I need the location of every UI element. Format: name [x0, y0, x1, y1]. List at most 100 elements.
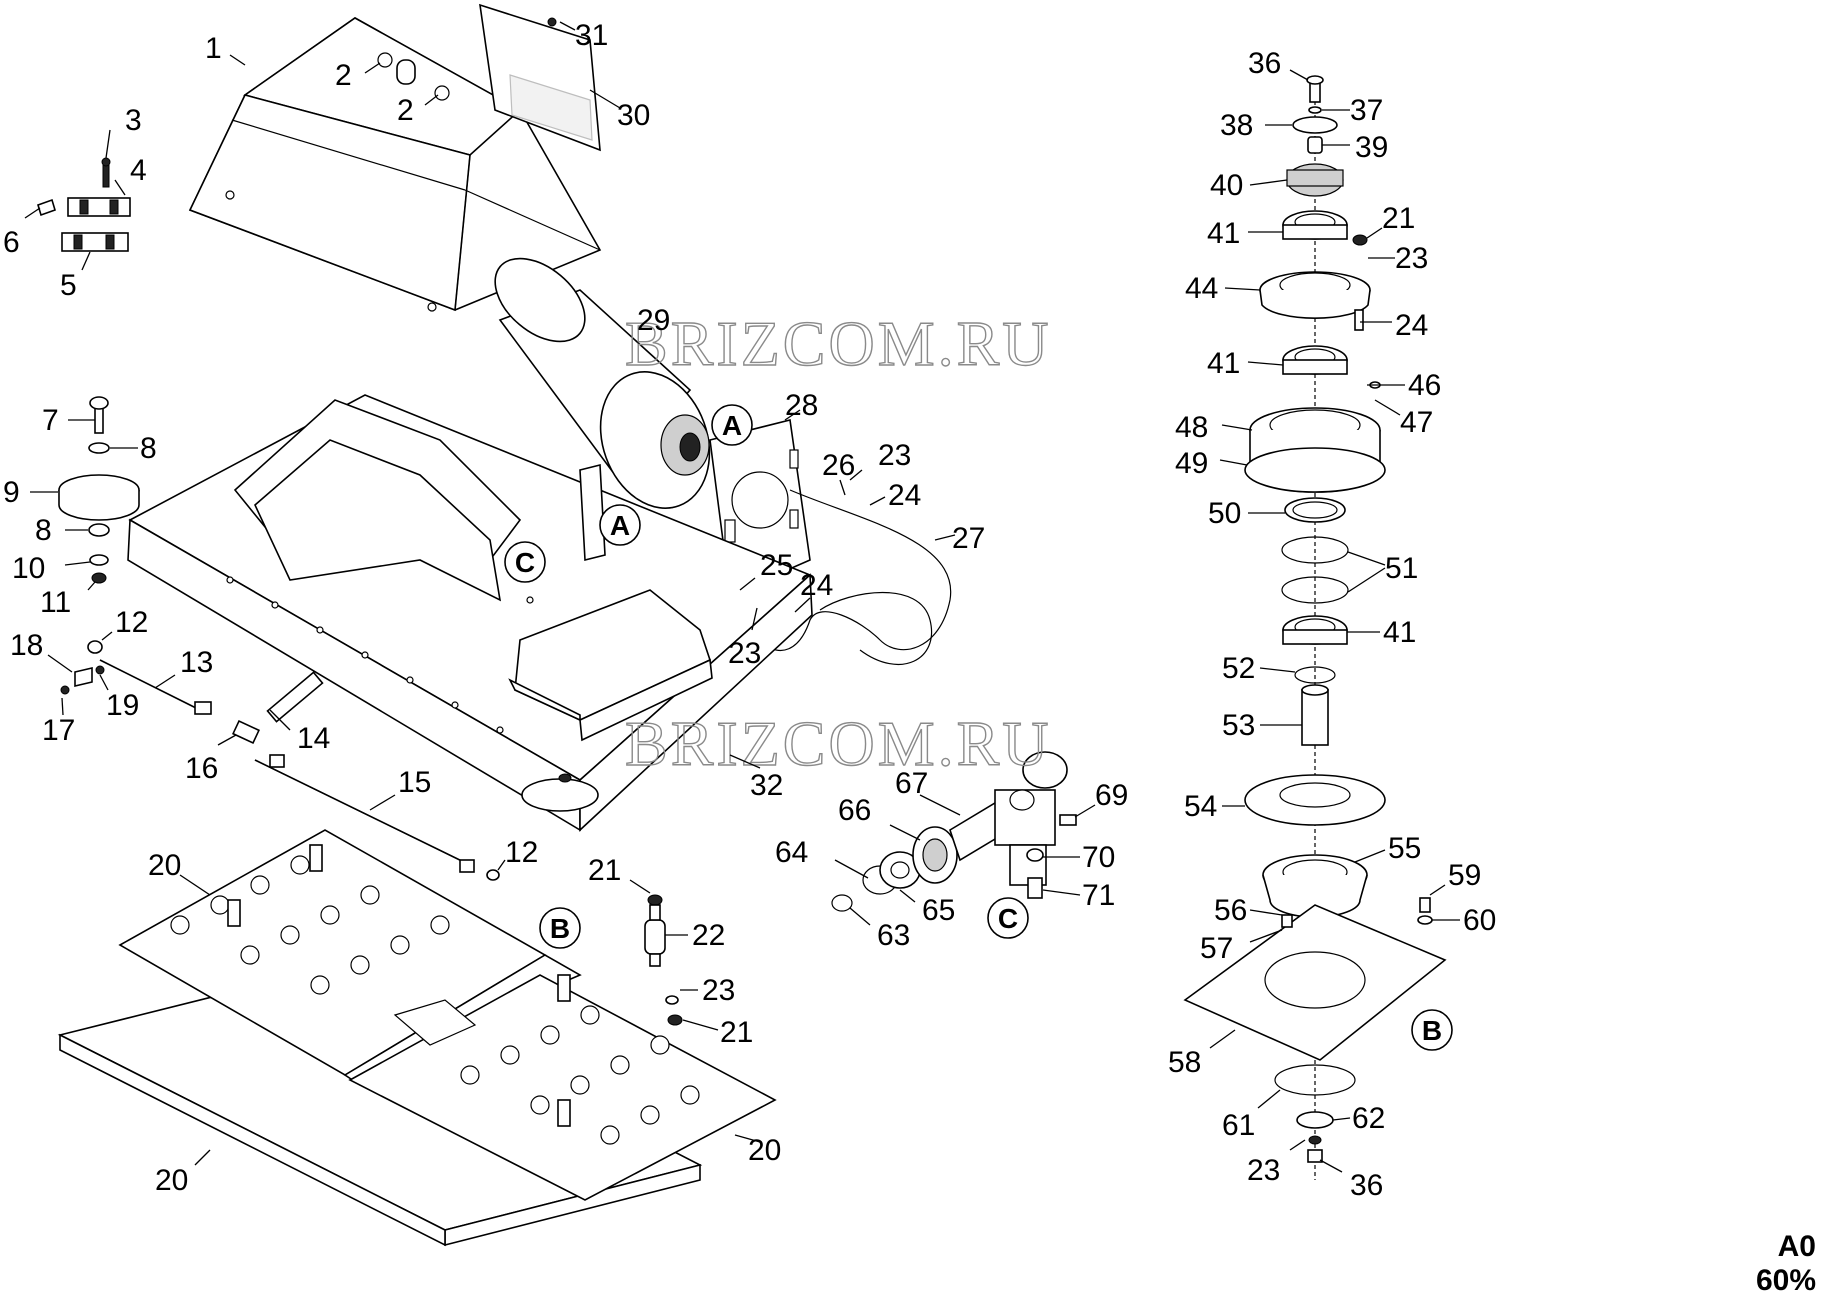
callout-51a: 51 — [1385, 552, 1418, 585]
mount-pad-stack — [58, 396, 140, 584]
callout-12b: 12 — [505, 836, 538, 869]
callout-6: 6 — [3, 226, 20, 259]
callout-23a: 23 — [878, 439, 911, 472]
callout-19: 19 — [106, 689, 139, 722]
callout-24b: 24 — [800, 569, 833, 602]
callout-46: 46 — [1408, 369, 1441, 402]
callout-14: 14 — [297, 722, 330, 755]
callout-21a: 21 — [588, 854, 621, 887]
spindle-stack — [1183, 75, 1447, 1180]
callout-62: 62 — [1352, 1102, 1385, 1135]
linkage-rods — [60, 640, 500, 881]
callout-41c: 41 — [1383, 616, 1416, 649]
callout-24c: 24 — [1395, 309, 1428, 342]
watermark-1: BRIZCOM.RU — [625, 308, 1052, 379]
eccentric-assembly — [831, 751, 1077, 912]
callout-4: 4 — [130, 154, 147, 187]
callout-65: 65 — [922, 894, 955, 927]
callout-23d: 23 — [1395, 242, 1428, 275]
callout-59: 59 — [1448, 859, 1481, 892]
callout-12a: 12 — [115, 606, 148, 639]
callout-52: 52 — [1222, 652, 1255, 685]
callout-15: 15 — [398, 766, 431, 799]
callout-60: 60 — [1463, 904, 1496, 937]
ref-mark-c-2: C — [987, 897, 1029, 939]
callout-16: 16 — [185, 752, 218, 785]
sheet-format: A0 — [1777, 1230, 1816, 1263]
callout-8b: 8 — [35, 514, 52, 547]
callout-26: 26 — [822, 449, 855, 482]
watermark-2: BRIZCOM.RU — [625, 708, 1052, 779]
callout-40: 40 — [1210, 169, 1243, 202]
callout-23e: 23 — [1247, 1154, 1280, 1187]
cover-hood — [188, 17, 602, 312]
callout-20c: 20 — [155, 1164, 188, 1197]
callout-1: 1 — [205, 32, 222, 65]
svg-text:A: A — [722, 410, 742, 441]
callout-50: 50 — [1208, 497, 1241, 530]
callout-2a: 2 — [335, 59, 352, 92]
callout-28: 28 — [785, 389, 818, 422]
ref-mark-c-1: C — [504, 541, 546, 583]
sheet-info: A0 60% — [1756, 1230, 1816, 1298]
callout-24a: 24 — [888, 479, 921, 512]
standoff-stack — [644, 894, 683, 1026]
svg-text:C: C — [998, 903, 1018, 934]
callout-41a: 41 — [1207, 217, 1240, 250]
callout-10: 10 — [12, 552, 45, 585]
callout-38: 38 — [1220, 109, 1253, 142]
svg-text:B: B — [550, 913, 570, 944]
callout-41b: 41 — [1207, 347, 1240, 380]
svg-text:C: C — [515, 547, 535, 578]
callout-17: 17 — [42, 714, 75, 747]
callout-61: 61 — [1222, 1109, 1255, 1142]
callout-54: 54 — [1184, 790, 1217, 823]
callout-3: 3 — [125, 104, 142, 137]
callout-57: 57 — [1200, 932, 1233, 965]
callout-67: 67 — [895, 767, 928, 800]
callout-9: 9 — [3, 476, 20, 509]
ref-mark-a-1: A — [711, 404, 753, 446]
callout-8a: 8 — [140, 432, 157, 465]
ref-mark-b-2: B — [1411, 1009, 1453, 1051]
callout-5: 5 — [60, 269, 77, 302]
callout-23c: 23 — [702, 974, 735, 1007]
bottom-plates — [57, 829, 777, 1247]
callout-7: 7 — [42, 404, 59, 437]
callout-21c: 21 — [1382, 202, 1415, 235]
cover-plate — [479, 3, 601, 152]
callout-63: 63 — [877, 919, 910, 952]
callout-53: 53 — [1222, 709, 1255, 742]
callout-29: 29 — [637, 304, 670, 337]
ref-mark-a-2: A — [599, 504, 641, 546]
callout-18: 18 — [10, 629, 43, 662]
callout-36b: 36 — [1350, 1169, 1383, 1202]
callout-49: 49 — [1175, 447, 1208, 480]
callout-55: 55 — [1388, 832, 1421, 865]
callout-2b: 2 — [397, 94, 414, 127]
callout-11: 11 — [40, 586, 71, 619]
callout-44: 44 — [1185, 272, 1218, 305]
callout-64: 64 — [775, 836, 808, 869]
svg-text:A: A — [610, 510, 630, 541]
motor — [494, 257, 711, 509]
callout-36a: 36 — [1248, 47, 1281, 80]
callout-66: 66 — [838, 794, 871, 827]
callout-71: 71 — [1082, 879, 1115, 912]
callout-21b: 21 — [720, 1016, 753, 1049]
callouts: 1 2 2 3 4 5 6 7 8 8 9 10 11 — [3, 19, 1496, 1202]
callout-39: 39 — [1355, 131, 1388, 164]
callout-56: 56 — [1214, 894, 1247, 927]
callout-32: 32 — [750, 769, 783, 802]
callout-58: 58 — [1168, 1046, 1201, 1079]
callout-48: 48 — [1175, 411, 1208, 444]
callout-69: 69 — [1095, 779, 1128, 812]
callout-27: 27 — [952, 522, 985, 555]
svg-text:B: B — [1422, 1015, 1442, 1046]
callout-47: 47 — [1400, 406, 1433, 439]
ref-mark-b-1: B — [539, 907, 581, 949]
callout-20a: 20 — [148, 849, 181, 882]
base-frame — [127, 394, 813, 832]
callout-22: 22 — [692, 919, 725, 952]
